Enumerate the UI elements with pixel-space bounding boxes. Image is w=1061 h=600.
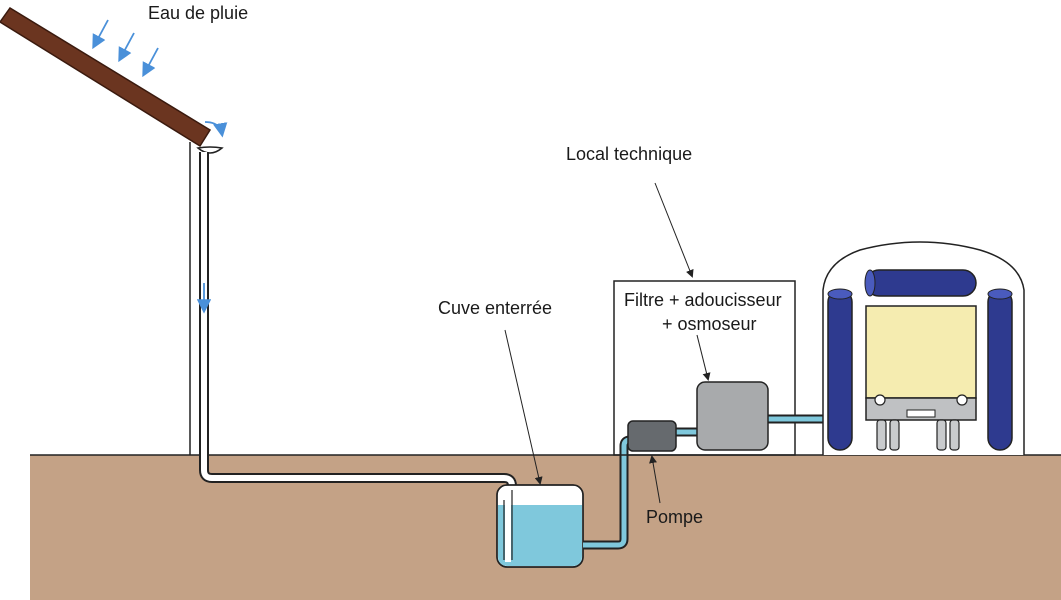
rain-arrows: [92, 19, 159, 78]
pump: [627, 420, 677, 452]
buried-tank: [496, 484, 584, 568]
pump-label: Pompe: [646, 507, 704, 527]
gutter-flow-arrow: [204, 121, 228, 138]
roof: [0, 6, 212, 148]
cuve-leader: [504, 329, 543, 485]
tank-label: Cuve enterrée: [438, 298, 553, 318]
local-technique-leader: [654, 182, 694, 278]
rain-label: Eau de pluie: [148, 3, 249, 23]
treatment-leader: [696, 334, 711, 381]
pump-leader: [649, 455, 661, 504]
technical-room-label: Local technique: [566, 144, 693, 164]
treatment-unit: [696, 381, 769, 451]
technical-room: [613, 280, 796, 456]
treatment-label-line1: Filtre + adoucisseur: [624, 290, 782, 310]
treatment-label-line2: + osmoseur: [662, 314, 757, 334]
car-wash-station: [822, 241, 1025, 455]
